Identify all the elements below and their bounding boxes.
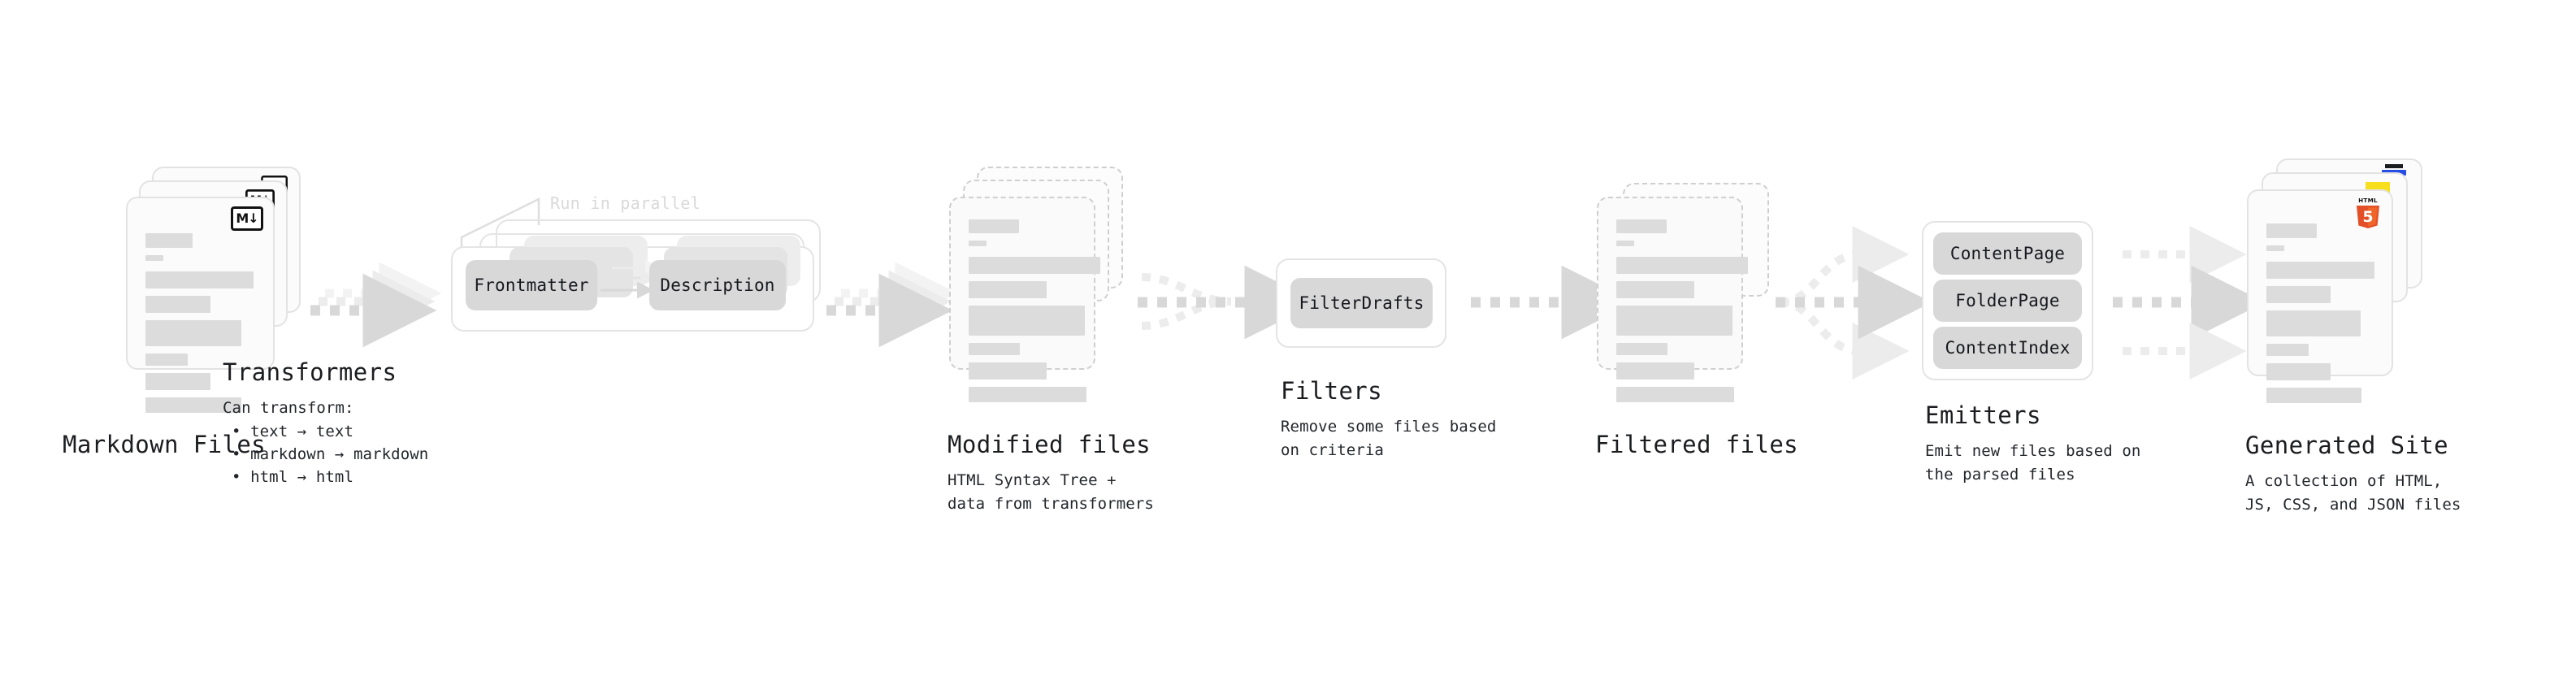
skeleton-bar: [1616, 343, 1667, 355]
skeleton-bar: [145, 397, 241, 413]
bullet-text-text: • text → text: [232, 423, 354, 440]
skeleton-bar: [2266, 223, 2317, 238]
site-card-stack: HTML 5: [2247, 158, 2430, 427]
stage-subtitle: HTML Syntax Tree + data from transformer…: [948, 471, 1154, 513]
run-in-parallel-annotation: Run in parallel: [550, 193, 701, 213]
skeleton-bar: [2266, 344, 2309, 356]
emitter-chip-contentpage[interactable]: ContentPage: [1933, 232, 2082, 275]
skeleton-bar: [1616, 219, 1667, 233]
html5-logo-icon: HTML 5: [2357, 197, 2379, 228]
skeleton-bars: [145, 233, 255, 420]
markdown-badge: M↓: [231, 206, 263, 231]
bullet-markdown-markdown: • markdown → markdown: [232, 445, 429, 463]
skeleton-bar: [1616, 241, 1634, 246]
skeleton-bars: [969, 219, 1100, 410]
skeleton-bar: [145, 296, 210, 313]
skeleton-bar: [1616, 387, 1734, 402]
emitter-chip-folderpage[interactable]: FolderPage: [1933, 280, 2082, 322]
stage-markdown-files: M↓ M↓ M↓ Markdown Files: [63, 167, 301, 458]
filter-chip-filterdrafts[interactable]: FilterDrafts: [1290, 278, 1433, 328]
skeleton-bar: [1616, 362, 1694, 380]
stage-generated-site: HTML 5 Generated Sit: [2245, 158, 2461, 514]
arrow-emitters-to-site: [2113, 226, 2266, 380]
stage-subtitle: Remove some files based on criteria: [1281, 418, 1497, 459]
skeleton-bar: [2266, 388, 2361, 403]
transformer-chip-frontmatter[interactable]: Frontmatter: [466, 260, 597, 310]
skeleton-bar: [2266, 262, 2374, 279]
stage-title: Markdown Files: [63, 431, 267, 458]
skeleton-bar: [969, 257, 1100, 274]
skeleton-bar: [2266, 310, 2361, 336]
stage-modified-files: Modified files HTML Syntax Tree + data f…: [948, 167, 1154, 513]
markdown-card-stack: M↓ M↓ M↓: [126, 167, 301, 427]
stage-title: Emitters: [1925, 401, 2041, 429]
skeleton-bar: [969, 219, 1019, 233]
skeleton-bar: [145, 271, 254, 288]
stage-title: Filtered files: [1595, 431, 1799, 458]
arrow-markdown-to-transformers: [310, 262, 442, 348]
skeleton-bar: [2266, 363, 2331, 380]
skeleton-bars: [2266, 223, 2374, 410]
filtered-card-stack: [1597, 167, 1772, 427]
skeleton-bar: [145, 373, 210, 390]
skeleton-bar: [1616, 281, 1694, 298]
stage-title: Filters: [1281, 377, 1383, 405]
skeleton-bar: [969, 343, 1020, 355]
stage-title: Modified files: [948, 431, 1151, 458]
skeleton-bar: [2266, 245, 2284, 251]
stage-title: Generated Site: [2245, 432, 2449, 459]
skeleton-bar: [145, 320, 241, 346]
modified-card-front: [949, 197, 1100, 402]
skeleton-bar: [969, 306, 1085, 336]
svg-text:HTML: HTML: [2358, 197, 2378, 204]
emitter-chip-contentindex[interactable]: ContentIndex: [1933, 327, 2082, 369]
stage-subtitle: Emit new files based on the parsed files: [1925, 442, 2141, 484]
stage-filtered-files: Filtered files: [1595, 167, 1798, 458]
skeleton-bar: [969, 281, 1047, 298]
markdown-card-front: M↓: [126, 197, 275, 413]
arrow-modified-to-filters: [1138, 265, 1319, 340]
transformer-chip-description[interactable]: Description: [649, 260, 786, 310]
skeleton-bar: [2266, 286, 2331, 303]
skeleton-bar: [145, 233, 193, 248]
skeleton-bar: [969, 387, 1086, 402]
skeleton-bar: [145, 255, 163, 261]
modified-card-stack: [949, 167, 1124, 427]
skeleton-bar: [1616, 257, 1748, 274]
svg-text:5: 5: [2362, 208, 2373, 226]
skeleton-bar: [145, 354, 188, 366]
site-card-html: HTML 5: [2247, 189, 2393, 403]
arrow-transformers-to-modified: [826, 262, 958, 348]
skeleton-bar: [969, 241, 987, 246]
filtered-card-front: [1597, 197, 1748, 402]
arrow-filtered-to-emitters: [1776, 226, 1932, 380]
stage-title: Transformers: [223, 358, 397, 386]
skeleton-bar: [969, 362, 1047, 380]
html5-badge: HTML 5: [2354, 196, 2382, 230]
skeleton-bars: [1616, 219, 1748, 410]
stage-subtitle: Can transform:: [223, 399, 354, 417]
skeleton-bar: [1616, 306, 1733, 336]
bullet-html-html: • html → html: [232, 468, 354, 486]
stage-subtitle: A collection of HTML, JS, CSS, and JSON …: [2245, 472, 2461, 514]
